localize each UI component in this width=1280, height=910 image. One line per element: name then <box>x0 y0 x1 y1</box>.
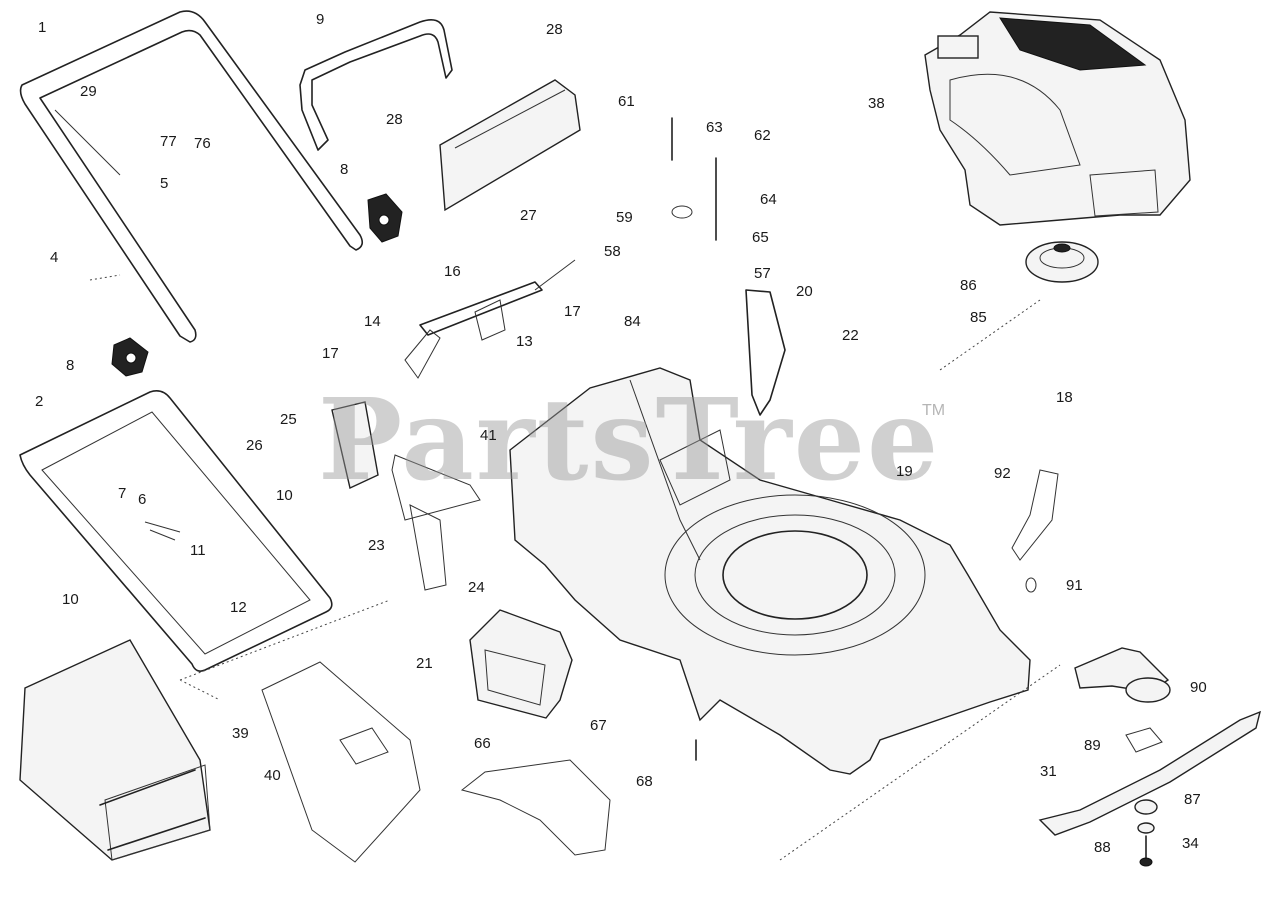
part-label-65: 65 <box>752 229 769 246</box>
part-label-34: 34 <box>1182 835 1199 852</box>
part-label-12: 12 <box>230 599 247 616</box>
part-label-27: 27 <box>520 207 537 224</box>
control-bail-drawing <box>299 19 453 151</box>
part-label-5: 5 <box>160 175 169 192</box>
handle-knob-right-drawing <box>367 193 403 243</box>
part-label-68: 68 <box>636 773 653 790</box>
part-label-87: 87 <box>1184 791 1201 808</box>
part-label-1: 1 <box>38 19 47 36</box>
part-label-85: 85 <box>970 309 987 326</box>
part-label-23: 23 <box>368 537 385 554</box>
part-label-84: 84 <box>624 313 641 330</box>
part-label-57: 57 <box>754 265 771 282</box>
deflector-drawing <box>460 759 611 856</box>
part-label-28-mid: 28 <box>386 111 403 128</box>
part-label-18: 18 <box>1056 389 1073 406</box>
part-label-25: 25 <box>280 411 297 428</box>
part-label-63: 63 <box>706 119 723 136</box>
part-label-66: 66 <box>474 735 491 752</box>
part-label-7: 7 <box>118 485 127 502</box>
part-label-58: 58 <box>604 243 621 260</box>
part-label-88: 88 <box>1094 839 1111 856</box>
part-label-19: 19 <box>896 463 913 480</box>
part-label-17-left: 17 <box>322 345 339 362</box>
part-label-62: 62 <box>754 127 771 144</box>
part-label-9: 9 <box>316 11 325 28</box>
part-label-4: 4 <box>50 249 59 266</box>
part-label-10-center: 10 <box>276 487 293 504</box>
part-label-8-right: 8 <box>340 161 349 178</box>
part-label-13: 13 <box>516 333 533 350</box>
discharge-door-drawing <box>469 609 573 719</box>
part-label-29: 29 <box>80 83 97 100</box>
part-label-14: 14 <box>364 313 381 330</box>
part-label-39: 39 <box>232 725 249 742</box>
mower-deck-drawing <box>509 367 1031 775</box>
part-label-11: 11 <box>190 542 206 559</box>
part-label-28-top: 28 <box>546 21 563 38</box>
part-label-59: 59 <box>616 209 633 226</box>
part-label-41: 41 <box>480 427 497 444</box>
watermark: PartsTree <box>318 375 941 506</box>
blade-hardware-drawing <box>1134 799 1158 867</box>
grass-bag-drawing <box>19 639 211 861</box>
part-label-76: 76 <box>194 135 211 152</box>
part-label-17-right: 17 <box>564 303 581 320</box>
trademark-mark: TM <box>922 402 946 419</box>
handle-knob-left-drawing <box>111 337 149 377</box>
mulch-plug-drawing <box>261 661 421 863</box>
part-label-40: 40 <box>264 767 281 784</box>
part-label-77: 77 <box>160 133 177 150</box>
lower-handle-drawing <box>19 390 391 701</box>
part-label-21: 21 <box>416 655 433 672</box>
part-label-10-left: 10 <box>62 591 79 608</box>
rear-axle-drawing <box>404 259 576 379</box>
part-label-20: 20 <box>796 283 813 300</box>
part-label-2: 2 <box>35 393 44 410</box>
blade-drawing <box>1038 710 1262 836</box>
part-label-22: 22 <box>842 327 859 344</box>
part-label-38: 38 <box>868 95 885 112</box>
part-label-31: 31 <box>1040 763 1057 780</box>
part-label-61: 61 <box>618 93 635 110</box>
part-label-89: 89 <box>1084 737 1101 754</box>
part-label-92: 92 <box>994 465 1011 482</box>
rear-flap-drawing <box>439 79 581 212</box>
part-label-90: 90 <box>1190 679 1207 696</box>
part-label-8-left: 8 <box>66 357 75 374</box>
part-label-26: 26 <box>246 437 263 454</box>
part-label-6: 6 <box>138 491 147 508</box>
part-label-64: 64 <box>760 191 777 208</box>
part-label-86: 86 <box>960 277 977 294</box>
part-label-91: 91 <box>1066 577 1083 594</box>
engine-drawing <box>924 11 1191 283</box>
small-hardware-drawing <box>671 117 1061 861</box>
part-label-24: 24 <box>468 579 485 596</box>
upper-handle-drawing <box>19 10 364 343</box>
part-label-16: 16 <box>444 263 461 280</box>
part-label-67: 67 <box>590 717 607 734</box>
rear-bracket-drawing <box>331 401 481 591</box>
blade-adapter-drawing <box>1074 647 1171 753</box>
